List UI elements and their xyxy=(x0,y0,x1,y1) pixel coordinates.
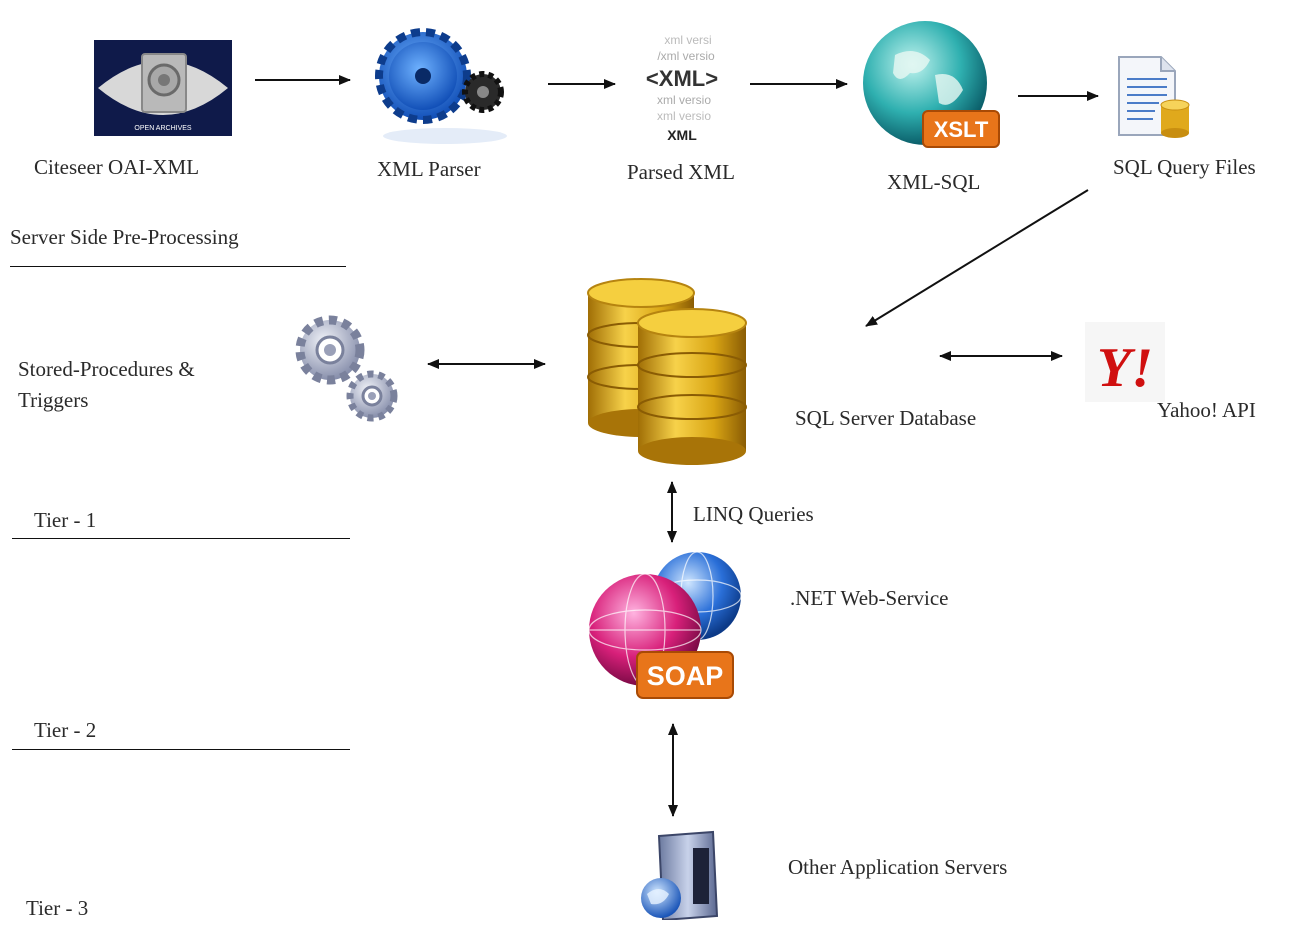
tier-2-divider xyxy=(12,749,350,750)
xml-line-1: xml versi xyxy=(664,33,711,47)
blue-gears-icon xyxy=(365,28,530,148)
preprocessing-section-label: Server Side Pre-Processing xyxy=(10,225,239,249)
preprocessing-divider xyxy=(10,266,346,267)
parsed-xml-label: Parsed XML xyxy=(627,160,735,184)
xml-line-5: xml versio xyxy=(657,109,711,123)
sql-file-icon xyxy=(1115,55,1193,139)
xml-line-6: XML xyxy=(667,127,697,143)
linq-queries-label: LINQ Queries xyxy=(693,502,814,526)
tier-2-label: Tier - 2 xyxy=(34,718,97,742)
server-globe-icon xyxy=(637,828,721,922)
xml-document-icon: xml versi /xml versio <XML> xml versio x… xyxy=(630,30,748,146)
tier-3-label: Tier - 3 xyxy=(26,896,89,920)
soap-badge: SOAP xyxy=(647,661,724,691)
stored-procedures-label-line1: Stored-Procedures & xyxy=(18,357,195,381)
gold-database-icon xyxy=(570,275,760,470)
silver-gears-icon xyxy=(290,310,410,440)
xml-line-3: <XML> xyxy=(646,66,718,91)
yahoo-logo-icon: Y! xyxy=(1085,322,1165,402)
xml-sql-label: XML-SQL xyxy=(887,170,981,194)
yahoo-logo-text: Y! xyxy=(1097,337,1153,399)
citeseer-label: Citeseer OAI-XML xyxy=(34,155,200,179)
xml-line-2: /xml versio xyxy=(657,49,715,63)
other-application-servers-label: Other Application Servers xyxy=(788,855,1008,879)
sql-server-database-label: SQL Server Database xyxy=(795,406,977,430)
xml-parser-label: XML Parser xyxy=(377,157,481,181)
open-archives-eye-icon: OPEN ARCHIVES xyxy=(94,40,232,136)
tier-1-label: Tier - 1 xyxy=(34,508,97,532)
net-web-service-label: .NET Web-Service xyxy=(790,586,949,610)
xslt-badge: XSLT xyxy=(934,117,989,142)
yahoo-api-label: Yahoo! API xyxy=(1157,398,1256,422)
soap-globe-icon: SOAP xyxy=(585,548,750,708)
open-archives-badge: OPEN ARCHIVES xyxy=(134,125,192,132)
arrow-files-to-database xyxy=(865,189,1089,327)
globe-xslt-icon: XSLT xyxy=(855,15,1005,155)
tier-1-divider xyxy=(12,538,350,539)
sql-query-files-label: SQL Query Files xyxy=(1113,155,1256,179)
xml-line-4: xml versio xyxy=(657,93,711,107)
stored-procedures-label-line2: Triggers xyxy=(18,388,89,412)
